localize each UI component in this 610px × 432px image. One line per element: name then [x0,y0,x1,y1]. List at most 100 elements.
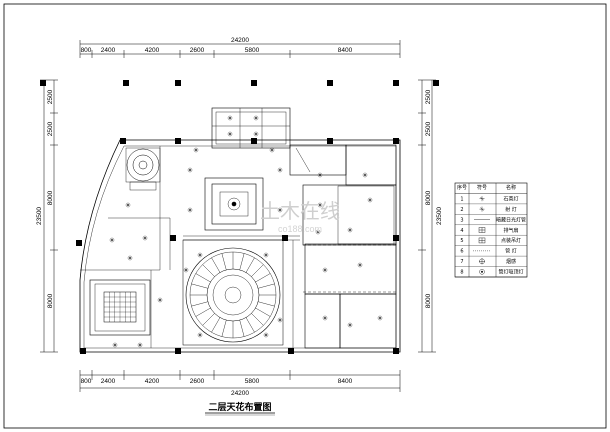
circle-cross-icon [479,258,485,265]
columns [40,80,439,354]
left-seg-4: 8000 [47,293,54,308]
spot-light-icon [187,207,193,213]
right-seg-3: 8000 [425,190,432,205]
spot-light-icon [142,235,148,241]
legend-row-number: 4 [460,228,463,234]
radial-beam [195,307,211,317]
circle-dot-icon [479,269,485,275]
bottom-dimensions [79,370,401,392]
spot-light-icon [277,167,283,173]
legend-header-name: 名称 [506,184,516,191]
bottom-seg-5: 5800 [245,378,260,385]
spot-light-icon [362,172,368,178]
left-seg-3: 8000 [47,190,54,205]
legend-row-name: 排气扇 [503,227,518,234]
radial-beam [202,313,215,326]
left-seg-2: 2500 [47,121,54,136]
legend-row-name: 点装吊灯 [501,237,521,244]
radial-beam [255,307,271,317]
legend-row-number: 8 [460,270,463,276]
spot-light-icon [112,342,118,348]
radial-beam [211,257,221,273]
spot-light-icon [269,147,275,153]
bottom-seg-2: 2400 [101,378,116,385]
spot-light-icon [322,315,328,321]
legend-row-name: 管 灯 [505,248,517,255]
radial-beam [191,283,208,289]
top-seg-1: 800 [81,47,92,54]
spot-light-icon [125,202,131,208]
spot-light-icon [157,297,163,303]
legend-row-name: 射 灯 [505,206,517,213]
legend-row-number: 2 [460,207,463,213]
radial-beam [245,317,255,333]
radial-beam [195,273,211,283]
legend-row-name: 暗藏日光灯管 [496,216,526,223]
radial-beam [258,301,275,307]
legend-row-number: 6 [460,249,463,255]
watermark: 土木在线 co188.com [260,199,340,234]
radial-beam [221,320,227,337]
legend-header-symbol: 符号 [477,184,487,191]
radial-beam [245,257,255,273]
spot-light-icon [197,332,203,338]
right-seg-4: 8000 [425,293,432,308]
legend-header-no: 序号 [457,184,467,191]
drawing-title: 二层天花布置图 [208,401,271,413]
bottom-total-dim: 24200 [231,390,249,397]
legend-row-number: 1 [460,196,463,202]
legend-row-number: 7 [460,259,463,265]
left-dimensions [40,79,58,353]
legend-row-number: 3 [460,217,463,223]
top-dimensions [79,40,401,58]
radial-beam [255,273,271,283]
spot-light-icon [127,255,133,261]
spot-light-icon [347,227,353,233]
star-icon [479,206,485,212]
round-ceiling-small [125,147,161,191]
watermark-sub: co188.com [278,224,322,234]
spot-light-icon [315,229,321,235]
right-dimensions [418,79,436,353]
spot-light-icon [187,167,193,173]
top-seg-3: 4200 [145,47,160,54]
legend-row-name: 烟感 [506,258,516,265]
radial-beam [251,264,264,277]
round-ceiling-large [182,239,284,346]
top-seg-6: 8400 [338,47,353,54]
right-seg-2: 2500 [425,121,432,136]
grid-box-icon [478,237,486,244]
watermark-main: 土木在线 [260,199,340,223]
radial-beam [239,253,245,270]
spot-light-icon [317,202,323,208]
radial-beam [211,317,221,333]
left-partitions [80,146,300,348]
bottom-seg-3: 4200 [145,378,160,385]
spot-light-icon [253,131,259,137]
top-seg-5: 5800 [245,47,260,54]
radial-beam [191,301,208,307]
spot-light-icon [357,262,363,268]
drawing-frame [3,3,607,429]
legend-row-name: 石英灯 [503,195,518,202]
square-ceiling-lower-left [89,279,151,336]
bottom-seg-4: 2600 [190,378,205,385]
spot-light-icon [193,147,199,153]
radial-beam [221,253,227,270]
spot-light-icon [322,267,328,273]
top-seg-2: 2400 [101,47,116,54]
top-seg-4: 2600 [190,47,205,54]
right-seg-1: 2500 [425,89,432,104]
spot-light-icon [109,237,115,243]
bottom-seg-6: 8400 [338,378,353,385]
spot-light-icon [227,115,233,121]
spot-light-icon [277,317,283,323]
fan-grid-icon [478,227,486,233]
left-seg-1: 2500 [47,89,54,104]
left-total-dim: 23500 [36,207,43,225]
legend-row-name: 筒灯吸顶灯 [498,269,523,276]
light-fixtures [109,115,383,348]
spot-light-icon [377,315,383,321]
